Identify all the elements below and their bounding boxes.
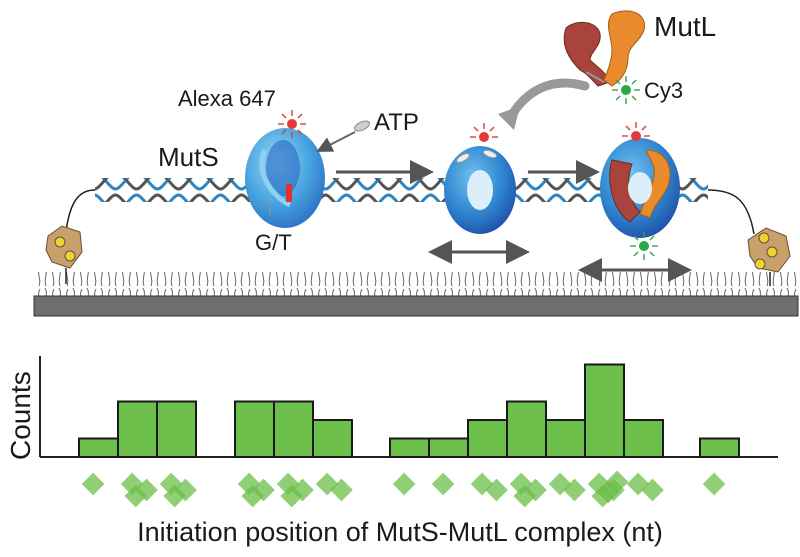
biotin-right-icon bbox=[758, 232, 770, 244]
mutl-free: MutL Cy3 bbox=[563, 10, 716, 104]
position-marker bbox=[485, 478, 508, 502]
biotin-left-icon bbox=[54, 236, 66, 248]
histogram-bar bbox=[428, 437, 469, 458]
position-marker bbox=[431, 472, 455, 496]
histogram-bar bbox=[545, 419, 586, 458]
histogram-bar bbox=[78, 437, 119, 458]
y-axis-label: Counts bbox=[5, 371, 36, 460]
position-marker bbox=[330, 478, 353, 502]
tether-left bbox=[45, 189, 96, 284]
tether-right bbox=[707, 189, 791, 286]
position-marker bbox=[563, 478, 586, 502]
cy3-fluor-icon-2 bbox=[630, 232, 658, 260]
mutl-protein bbox=[563, 21, 611, 87]
histogram-bar bbox=[584, 363, 625, 458]
position-marker bbox=[641, 478, 664, 502]
position-marker bbox=[392, 472, 416, 496]
mutl-recruit-arrow bbox=[505, 78, 590, 123]
position-marker bbox=[513, 484, 537, 508]
histogram-bar bbox=[234, 400, 275, 458]
mutl-label: MutL bbox=[654, 11, 716, 42]
position-marker bbox=[596, 480, 620, 504]
mismatch-label: G/T bbox=[255, 230, 292, 255]
histogram-bar bbox=[389, 437, 430, 458]
histogram-bar bbox=[156, 400, 197, 458]
histogram-bar bbox=[117, 400, 158, 458]
atp-label: ATP bbox=[374, 109, 419, 136]
histogram-bar bbox=[467, 419, 508, 458]
mismatch-marker bbox=[286, 184, 292, 202]
alexa-label: Alexa 647 bbox=[178, 86, 276, 111]
position-marker bbox=[280, 484, 304, 508]
histogram-bar bbox=[312, 419, 353, 458]
alexa-fluor-icon-2 bbox=[470, 123, 498, 142]
cy3-fluor-icon bbox=[612, 76, 640, 104]
atp-icon bbox=[354, 120, 370, 132]
anchor-left-icon bbox=[45, 225, 83, 269]
alexa-fluor-icon-3 bbox=[622, 122, 650, 141]
position-marker bbox=[81, 472, 105, 496]
histogram-bars bbox=[78, 363, 740, 458]
histogram-bar bbox=[699, 437, 740, 458]
muts-stage2 bbox=[428, 123, 530, 264]
histogram-bar bbox=[623, 419, 664, 458]
brush-layer bbox=[34, 272, 798, 296]
surface-slab bbox=[33, 295, 799, 317]
x-axis-label: Initiation position of MutS-MutL complex… bbox=[137, 517, 663, 547]
histogram: Counts Initiation position of MutS-MutL … bbox=[5, 356, 778, 547]
alexa-fluor-icon bbox=[278, 110, 306, 138]
cy3-label: Cy3 bbox=[644, 78, 683, 103]
position-markers bbox=[81, 470, 726, 508]
histogram-bar bbox=[273, 400, 314, 458]
surface bbox=[33, 272, 799, 317]
position-marker bbox=[702, 472, 726, 496]
histogram-bar bbox=[506, 400, 547, 458]
muts-stage1: G/T MutS Alexa 647 ATP bbox=[158, 86, 419, 255]
muts-label: MutS bbox=[158, 142, 219, 172]
muts-mutl-complex bbox=[578, 122, 692, 282]
